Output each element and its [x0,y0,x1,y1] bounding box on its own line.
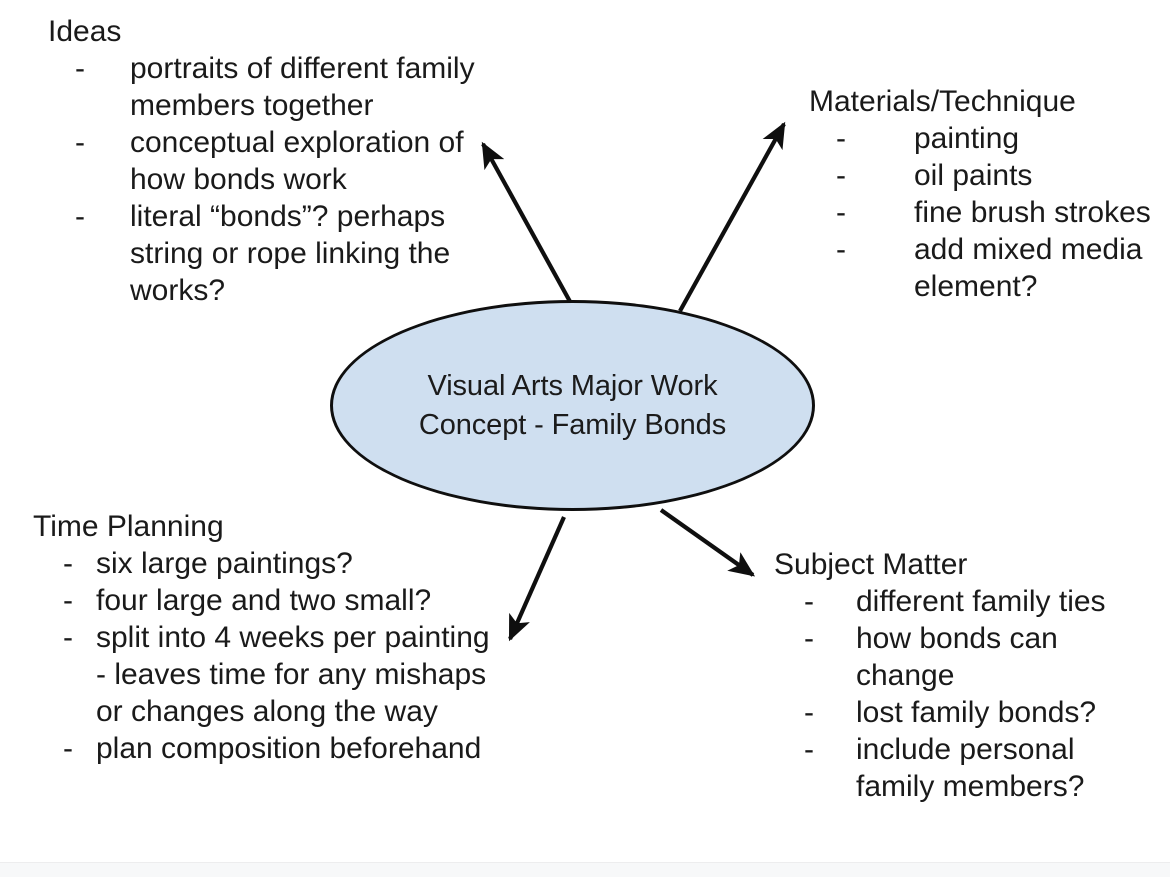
bullet-dash-icon: - [804,696,814,729]
bullet-dash-icon: - [63,621,73,654]
list-item-label: painting [914,122,1020,155]
bullet-dash-icon: - [75,126,85,159]
list-item-label: fine brush strokes [914,196,1151,229]
list-item: - how bonds can change [774,620,1154,694]
list-item-label: lost family bonds? [856,696,1097,729]
center-concept-label: Visual Arts Major Work Concept - Family … [418,369,727,441]
list-item-label: different family ties [856,585,1106,618]
arrow-to-time-planning [508,516,566,642]
list-item: - literal “bonds”? perhaps string or rop… [48,198,518,309]
branch-time-planning-list: - six large paintings? - four large and … [33,545,503,767]
bullet-dash-icon: - [836,233,846,266]
list-item: - conceptual exploration of how bonds wo… [48,124,518,198]
bullet-dash-icon: - [804,585,814,618]
list-item-label: six large paintings? [96,547,353,580]
bullet-dash-icon: - [804,622,814,655]
branch-subject-matter: Subject Matter - different family ties -… [774,546,1154,805]
center-concept-node[interactable]: Visual Arts Major Work Concept - Family … [330,300,815,511]
list-item: - include personal family members? [774,731,1154,805]
arrow-to-subject-matter [659,508,756,577]
branch-time-planning: Time Planning - six large paintings? - f… [33,508,503,767]
bullet-dash-icon: - [836,122,846,155]
list-item: - four large and two small? [33,582,503,619]
list-item-label: conceptual exploration of how bonds work [130,126,464,196]
branch-materials: Materials/Technique - painting - oil pai… [809,83,1159,305]
list-item-label: add mixed media element? [914,233,1143,303]
bullet-dash-icon: - [63,732,73,765]
list-item: - lost family bonds? [774,694,1154,731]
branch-materials-title: Materials/Technique [809,85,1076,118]
list-item: - different family ties [774,583,1154,620]
list-item-label: portraits of different family members to… [130,52,475,122]
list-item-label: oil paints [914,159,1033,192]
list-item: - split into 4 weeks per painting - leav… [33,619,503,730]
branch-ideas-title: Ideas [48,15,122,48]
branch-ideas-list: - portraits of different family members … [48,50,518,309]
list-item-label: four large and two small? [96,584,432,617]
bullet-dash-icon: - [836,196,846,229]
list-item: - six large paintings? [33,545,503,582]
list-item: - plan composition beforehand [33,730,503,767]
branch-subject-matter-title: Subject Matter [774,548,968,581]
bullet-dash-icon: - [75,52,85,85]
bullet-dash-icon: - [804,733,814,766]
bullet-dash-icon: - [75,200,85,233]
list-item: - portraits of different family members … [48,50,518,124]
arrow-to-materials [678,121,786,313]
branch-time-planning-title: Time Planning [33,510,224,543]
list-item-label: include personal family members? [856,733,1085,803]
branch-materials-list: - painting - oil paints - fine brush str… [809,120,1159,305]
bullet-dash-icon: - [63,584,73,617]
bullet-dash-icon: - [836,159,846,192]
list-item: - oil paints [809,157,1159,194]
branch-subject-matter-list: - different family ties - how bonds can … [774,583,1154,805]
bullet-dash-icon: - [63,547,73,580]
list-item: - painting [809,120,1159,157]
branch-ideas: Ideas - portraits of different family me… [48,13,518,309]
list-item: - add mixed media element? [809,231,1159,305]
list-item-label: split into 4 weeks per painting - leaves… [96,621,490,728]
list-item: - fine brush strokes [809,194,1159,231]
list-item-label: how bonds can change [856,622,1058,692]
list-item-label: literal “bonds”? perhaps string or rope … [130,200,451,307]
list-item-label: plan composition beforehand [96,732,482,765]
bottom-edge-strip [0,862,1170,877]
